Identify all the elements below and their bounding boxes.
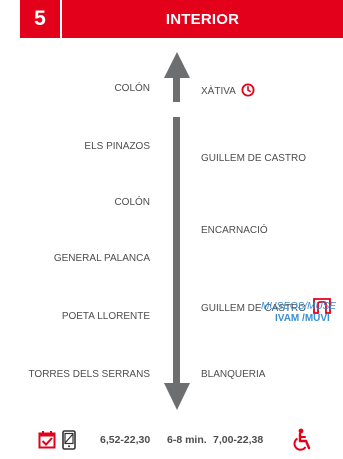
stop-colon-1: COLÓN [114, 83, 150, 94]
route-header: 5 INTERIOR [20, 0, 343, 38]
calendar-check-icon [38, 431, 56, 449]
stop-guillem-de-castro-2: GUILLEM DE CASTRO [201, 296, 332, 314]
wheelchair-icon [293, 428, 311, 451]
phone-icon [62, 430, 76, 450]
down-arrow-icon [164, 383, 190, 410]
stop-els-pinazos: ELS PINAZOS [84, 141, 150, 152]
stop-torres-dels-serrans: TORRES DELS SERRANS [28, 369, 150, 380]
stop-poeta-llorente: POETA LLORENTE [61, 311, 150, 322]
main-line [173, 117, 180, 383]
upper-stub [173, 78, 180, 102]
stop-xativa: XÀTIVA [201, 83, 255, 97]
stop-guillem-de-castro-2-label: GUILLEM DE CASTRO [201, 303, 307, 314]
stop-blanqueria: BLANQUERIA [201, 369, 266, 380]
hours-weekday: 6,52-22,30 [100, 434, 151, 446]
route-number: 5 [20, 0, 60, 38]
direction-title: INTERIOR [62, 0, 343, 38]
museum-line-1: MUSEOS/MUSE [261, 301, 337, 312]
footer-schedule: 6,52-22,30 6-8 min. 7,00-22,38 [0, 428, 343, 452]
stop-guillem-de-castro-1: GUILLEM DE CASTRO [201, 153, 307, 164]
stop-xativa-label: XÀTIVA [201, 86, 236, 97]
stop-encarnacio: ENCARNACIÓ [201, 225, 268, 236]
clock-icon [241, 83, 255, 97]
frequency: 6-8 min. [167, 434, 207, 446]
museum-line-2: IVAM /MUVI [275, 313, 330, 324]
stop-colon-2: COLÓN [114, 197, 150, 208]
stop-general-palanca: GENERAL PALANCA [53, 253, 150, 264]
hours-alt: 7,00-22,38 [213, 434, 264, 446]
museum-arch-icon [312, 298, 331, 314]
up-arrow-icon [164, 52, 190, 78]
